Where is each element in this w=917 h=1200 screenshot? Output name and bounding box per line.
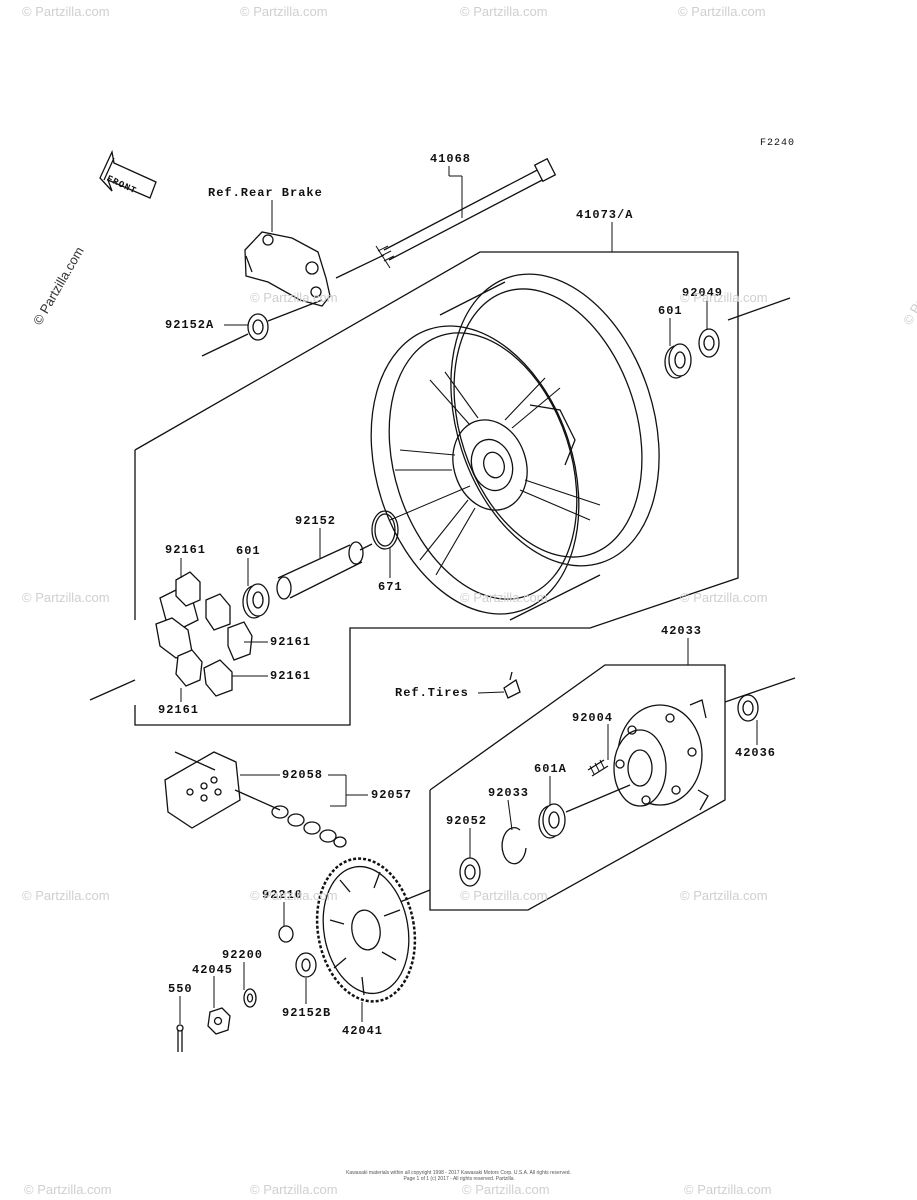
tire-valve — [503, 671, 521, 699]
circlip-92033 — [501, 827, 527, 865]
collar-92152B — [295, 952, 317, 978]
watermark: © Partzilla.com — [680, 290, 768, 305]
callout-601-mid[interactable]: 601 — [236, 544, 261, 558]
collar-92152A — [201, 299, 323, 357]
callout-92152[interactable]: 92152 — [295, 514, 337, 528]
callout-92161-a[interactable]: 92161 — [165, 543, 207, 557]
cotter-pin-550 — [176, 1024, 184, 1052]
seal-92052 — [459, 857, 481, 887]
callout-ref-tires[interactable]: Ref.Tires — [395, 686, 469, 700]
leader-lines — [179, 166, 758, 1024]
copyright-line-1: Kawasaki materials within all copyright … — [346, 1170, 571, 1176]
rear-sprocket-42041 — [315, 857, 417, 1003]
watermark: © Partzilla.com — [460, 590, 548, 605]
callout-92161-b[interactable]: 92161 — [270, 635, 312, 649]
copyright-line-2: Page 1 of 1 (c) 2017 - All rights reserv… — [403, 1176, 514, 1182]
watermark: © Partzilla.com — [22, 888, 110, 903]
coupling-42033 — [613, 699, 709, 811]
nut-92210 — [278, 925, 294, 943]
callout-ref-rear-brake[interactable]: Ref.Rear Brake — [208, 186, 323, 200]
wheel-group-box — [134, 251, 739, 726]
callout-42036[interactable]: 42036 — [735, 746, 777, 760]
watermark: © Partzilla.com — [678, 4, 766, 19]
watermark: © Partzilla.com — [250, 1182, 338, 1197]
watermark: © Partzilla.com — [460, 888, 548, 903]
watermark: © Partzilla.com — [240, 4, 328, 19]
callout-92152A[interactable]: 92152A — [165, 318, 215, 332]
callout-92210[interactable]: 92210 — [262, 888, 304, 902]
watermark: © Partzilla.com — [250, 290, 338, 305]
watermark: © Partzilla.com — [250, 888, 338, 903]
diagram-code: F2240 — [760, 138, 796, 149]
callout-601A[interactable]: 601A — [534, 762, 567, 776]
callout-92058[interactable]: 92058 — [282, 768, 324, 782]
callout-92161-c[interactable]: 92161 — [270, 669, 312, 683]
rear-wheel-41073A — [370, 273, 660, 621]
o-ring-671 — [371, 485, 471, 550]
master-link-92058 — [164, 751, 241, 829]
callout-92049[interactable]: 92049 — [682, 286, 724, 300]
callout-92200[interactable]: 92200 — [222, 948, 264, 962]
sprocket-hub-box — [429, 664, 726, 911]
callout-550[interactable]: 550 — [168, 982, 193, 996]
callout-41073A[interactable]: 41073/A — [576, 208, 634, 222]
callout-92033[interactable]: 92033 — [488, 786, 530, 800]
damper-rubbers-92161 — [155, 571, 253, 697]
callout-92004[interactable]: 92004 — [572, 711, 614, 725]
callout-92161-d[interactable]: 92161 — [158, 703, 200, 717]
callout-601-top[interactable]: 601 — [658, 304, 683, 318]
seal-92049 — [698, 328, 720, 358]
callout-671[interactable]: 671 — [378, 580, 403, 594]
watermark: © Partzilla.com — [680, 888, 768, 903]
watermark: © Partzilla.com — [22, 4, 110, 19]
caliper-bracket — [244, 231, 331, 307]
watermark: © Partzilla.com — [24, 1182, 112, 1197]
bearing-601-top — [664, 343, 692, 379]
watermark: © Partzilla.com — [684, 1182, 772, 1197]
axle-41068 — [335, 157, 557, 279]
callout-92152B[interactable]: 92152B — [282, 1006, 332, 1020]
washer-92200 — [243, 988, 257, 1008]
callout-42045[interactable]: 42045 — [192, 963, 234, 977]
stud-92004 — [587, 759, 609, 777]
callout-92057[interactable]: 92057 — [371, 788, 413, 802]
collar-42036 — [737, 694, 759, 722]
watermark: © Partzilla.com — [22, 590, 110, 605]
sleeve-92152 — [276, 541, 373, 600]
bearing-601-mid — [242, 583, 270, 619]
watermark: © Partzilla.com — [462, 1182, 550, 1197]
callout-41068[interactable]: 41068 — [430, 152, 472, 166]
callout-42033[interactable]: 42033 — [661, 624, 703, 638]
callout-42041[interactable]: 42041 — [342, 1024, 384, 1038]
watermark: © Partzilla.com — [460, 4, 548, 19]
chain-92057 — [234, 789, 347, 848]
bearing-601A — [538, 784, 631, 839]
callout-92052[interactable]: 92052 — [446, 814, 488, 828]
front-arrow-icon — [99, 149, 157, 199]
castle-nut-42045 — [207, 1007, 231, 1035]
watermark: © Partzilla.com — [680, 590, 768, 605]
